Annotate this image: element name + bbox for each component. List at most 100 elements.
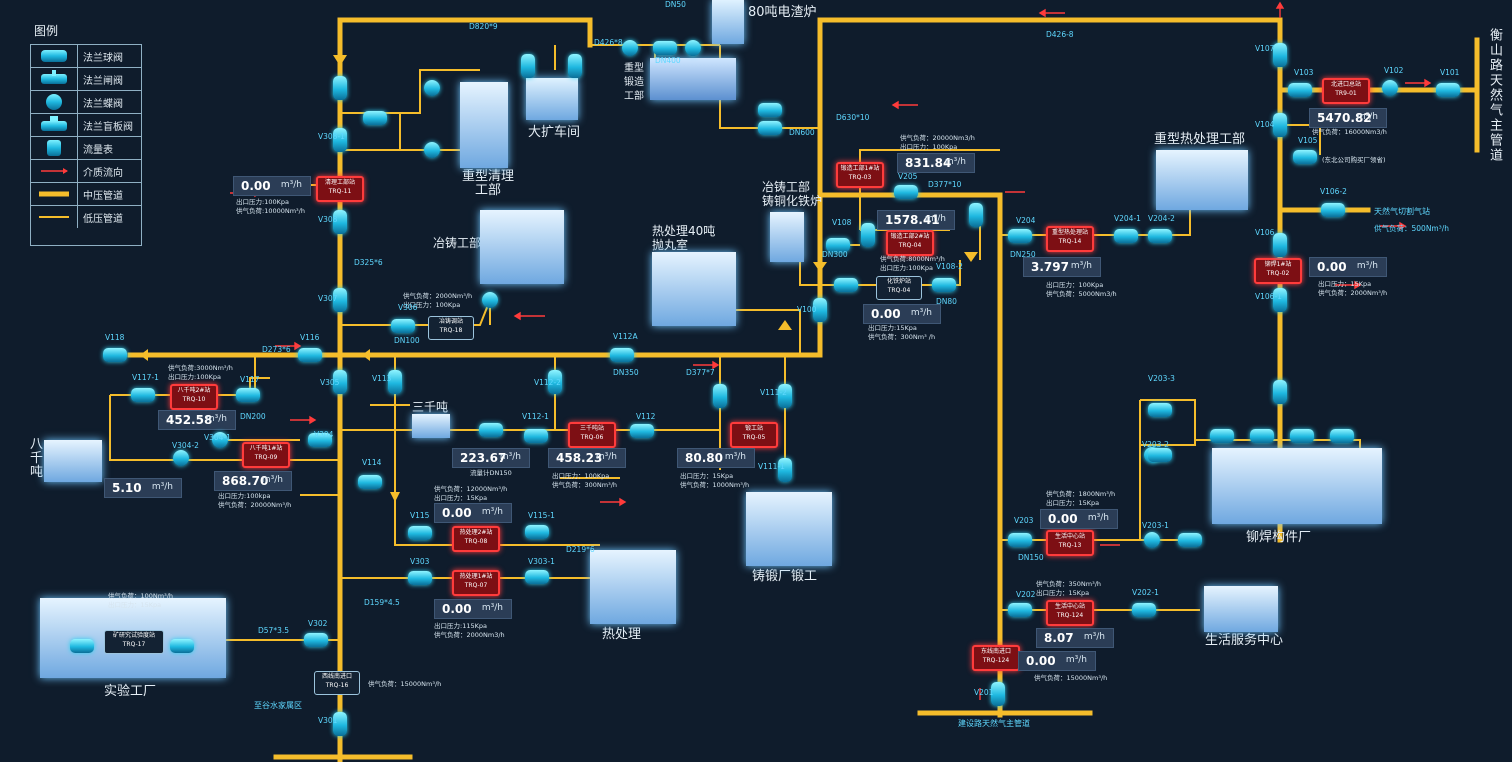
ball-valve-icon[interactable] <box>388 370 402 394</box>
ball-valve-icon[interactable] <box>131 388 155 402</box>
ball-valve-icon[interactable] <box>758 121 782 135</box>
ball-valve-icon[interactable] <box>333 712 347 736</box>
ball-valve-icon[interactable] <box>1321 203 1345 217</box>
butterfly-valve-icon[interactable] <box>424 142 440 158</box>
ball-valve-icon[interactable] <box>1008 229 1032 243</box>
ball-valve-icon[interactable] <box>1436 83 1460 97</box>
valve-tag: V302 <box>308 619 328 628</box>
ball-valve-icon[interactable] <box>894 185 918 199</box>
ball-valve-icon[interactable] <box>778 384 792 408</box>
butterfly-valve-icon[interactable] <box>622 40 638 56</box>
ball-valve-icon[interactable] <box>408 526 432 540</box>
butterfly-valve-icon[interactable] <box>212 432 228 448</box>
ball-valve-icon[interactable] <box>308 433 332 447</box>
butterfly-valve-icon[interactable] <box>482 292 498 308</box>
ball-valve-icon[interactable] <box>1178 533 1202 547</box>
ball-valve-icon[interactable] <box>333 128 347 152</box>
legend-label: 流量表 <box>83 145 113 156</box>
ball-valve-icon[interactable] <box>834 278 858 292</box>
ball-valve-icon[interactable] <box>653 41 677 55</box>
ball-valve-icon[interactable] <box>1273 113 1287 137</box>
ball-valve-icon[interactable] <box>525 570 549 584</box>
pipe-spec-tag: D377*10 <box>928 180 962 189</box>
ball-valve-icon[interactable] <box>333 370 347 394</box>
ball-valve-icon[interactable] <box>479 423 503 437</box>
station-note: 供气负荷：1800Nm³/h 出口压力：15Kpa <box>1046 490 1116 507</box>
butterfly-valve-icon[interactable] <box>1382 80 1398 96</box>
ball-valve-icon[interactable] <box>358 475 382 489</box>
butterfly-valve-icon[interactable] <box>685 40 701 56</box>
ball-valve-icon[interactable] <box>1008 603 1032 617</box>
ball-valve-icon[interactable] <box>1148 448 1172 462</box>
ball-valve-icon[interactable] <box>333 210 347 234</box>
riveting-building <box>1212 448 1382 524</box>
ball-valve-icon[interactable] <box>1132 603 1156 617</box>
ball-valve-icon[interactable] <box>610 348 634 362</box>
butterfly-valve-icon[interactable] <box>1144 532 1160 548</box>
ball-valve-icon[interactable] <box>1250 429 1274 443</box>
valve-tag: DN80 <box>936 297 957 306</box>
ball-valve-icon[interactable] <box>103 348 127 362</box>
ball-valve-icon[interactable] <box>521 54 535 78</box>
ball-valve-icon[interactable] <box>333 76 347 100</box>
ball-valve-icon[interactable] <box>991 682 1005 706</box>
ball-valve-icon[interactable] <box>1114 229 1138 243</box>
butterfly-valve-icon[interactable] <box>424 80 440 96</box>
ball-valve-icon[interactable] <box>363 111 387 125</box>
ball-valve-icon[interactable] <box>1273 43 1287 67</box>
ball-valve-icon[interactable] <box>778 458 792 482</box>
ball-valve-icon[interactable] <box>969 203 983 227</box>
ball-valve-icon[interactable] <box>826 238 850 252</box>
ball-valve-icon[interactable] <box>813 298 827 322</box>
ball-valve-icon[interactable] <box>630 424 654 438</box>
butterfly-valve-icon[interactable] <box>173 450 189 466</box>
ball-valve-icon[interactable] <box>408 571 432 585</box>
ball-valve-icon[interactable] <box>170 639 194 653</box>
ball-valve-icon[interactable] <box>568 54 582 78</box>
ball-valve-icon[interactable] <box>525 525 549 539</box>
ball-valve-icon[interactable] <box>1148 229 1172 243</box>
ball-valve-icon[interactable] <box>1148 403 1172 417</box>
ball-valve-icon[interactable] <box>1210 429 1234 443</box>
ball-valve-icon[interactable] <box>1273 233 1287 257</box>
ball-valve-icon[interactable] <box>333 288 347 312</box>
ball-valve-icon[interactable] <box>1293 150 1317 164</box>
ball-valve-icon[interactable] <box>713 384 727 408</box>
ball-valve-icon[interactable] <box>1288 83 1312 97</box>
ball-valve-icon[interactable] <box>298 348 322 362</box>
ball-valve-icon[interactable] <box>236 388 260 402</box>
ball-valve-icon[interactable] <box>1273 288 1287 312</box>
ball-valve-icon[interactable] <box>861 223 875 247</box>
ball-valve-icon[interactable] <box>548 370 562 394</box>
ball-valve-icon[interactable] <box>304 633 328 647</box>
building-label-heavy-cleaning: 重型清理 工部 <box>462 169 515 198</box>
ball-valve-icon[interactable] <box>70 639 94 653</box>
ball-valve-icon[interactable] <box>1290 429 1314 443</box>
ball-valve-icon[interactable] <box>391 319 415 333</box>
ball-valve-icon[interactable] <box>524 429 548 443</box>
ball-valve-icon[interactable] <box>1008 533 1032 547</box>
ball-valve-icon[interactable] <box>758 103 782 117</box>
ball-valve-icon[interactable] <box>1330 429 1354 443</box>
ball-valve-icon[interactable] <box>932 278 956 292</box>
ball-valve-icon[interactable] <box>1273 380 1287 404</box>
